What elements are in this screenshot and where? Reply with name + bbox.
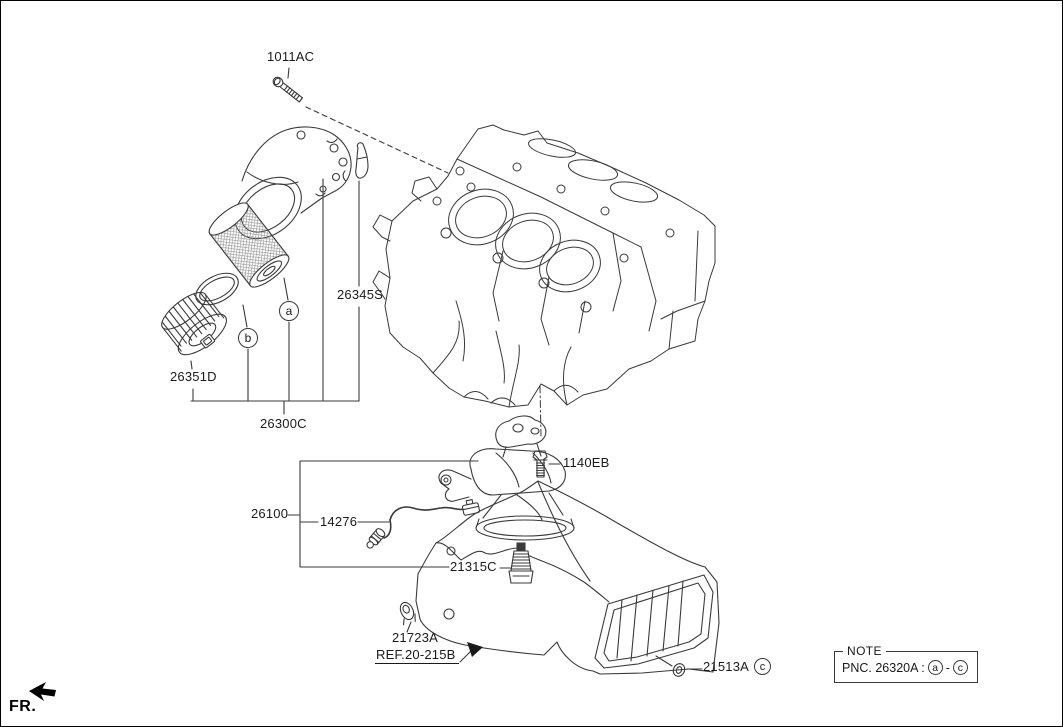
label-21513a[interactable]: 21513A bbox=[703, 659, 750, 674]
callout-b[interactable]: b bbox=[238, 328, 258, 348]
label-1140eb[interactable]: 1140EB bbox=[563, 455, 610, 470]
pump-bracket-lines bbox=[287, 460, 513, 569]
o-ring-graphic bbox=[195, 272, 239, 306]
sensor-wire-graphic bbox=[366, 499, 481, 549]
filter-assembly-bracket bbox=[190, 178, 360, 415]
ref-arrow-graphic bbox=[459, 642, 483, 663]
front-marker-label: FR. bbox=[9, 698, 37, 715]
label-26100[interactable]: 26100 bbox=[251, 506, 289, 521]
note-pnc-text: PNC. 26320A : bbox=[842, 660, 925, 675]
callout-a[interactable]: a bbox=[279, 301, 299, 321]
washer-graphic bbox=[655, 655, 703, 677]
oil-pump-graphic bbox=[438, 415, 575, 541]
clip-26345s-graphic bbox=[355, 142, 369, 179]
engine-block-graphic bbox=[372, 124, 716, 437]
bolt-1140eb-graphic bbox=[532, 450, 561, 478]
front-direction-arrow bbox=[29, 682, 56, 701]
label-14276[interactable]: 14276 bbox=[320, 514, 358, 529]
label-21315c[interactable]: 21315C bbox=[450, 559, 497, 574]
note-range-separator: - bbox=[945, 660, 950, 675]
oil-screen-graphic bbox=[508, 542, 534, 584]
note-callout-c: c bbox=[952, 660, 968, 675]
filter-cap-graphic bbox=[161, 291, 227, 356]
label-26345s[interactable]: 26345S bbox=[337, 287, 384, 302]
note-title: NOTE bbox=[843, 644, 886, 658]
label-ref-20-215b[interactable]: REF.20-215B bbox=[375, 648, 459, 664]
label-26300c[interactable]: 26300C bbox=[260, 416, 307, 431]
bolt-1011ac-graphic bbox=[272, 67, 449, 174]
oil-filter-element-graphic bbox=[208, 202, 290, 288]
clamp-graphic bbox=[399, 601, 416, 633]
label-1011ac[interactable]: 1011AC bbox=[267, 49, 315, 64]
note-box: NOTE PNC. 26320A : a - c bbox=[834, 644, 978, 683]
note-callout-a: a bbox=[927, 660, 943, 675]
label-26351d[interactable]: 26351D bbox=[170, 369, 217, 384]
callout-c[interactable]: c bbox=[754, 658, 771, 675]
label-21723a[interactable]: 21723A bbox=[392, 630, 439, 645]
